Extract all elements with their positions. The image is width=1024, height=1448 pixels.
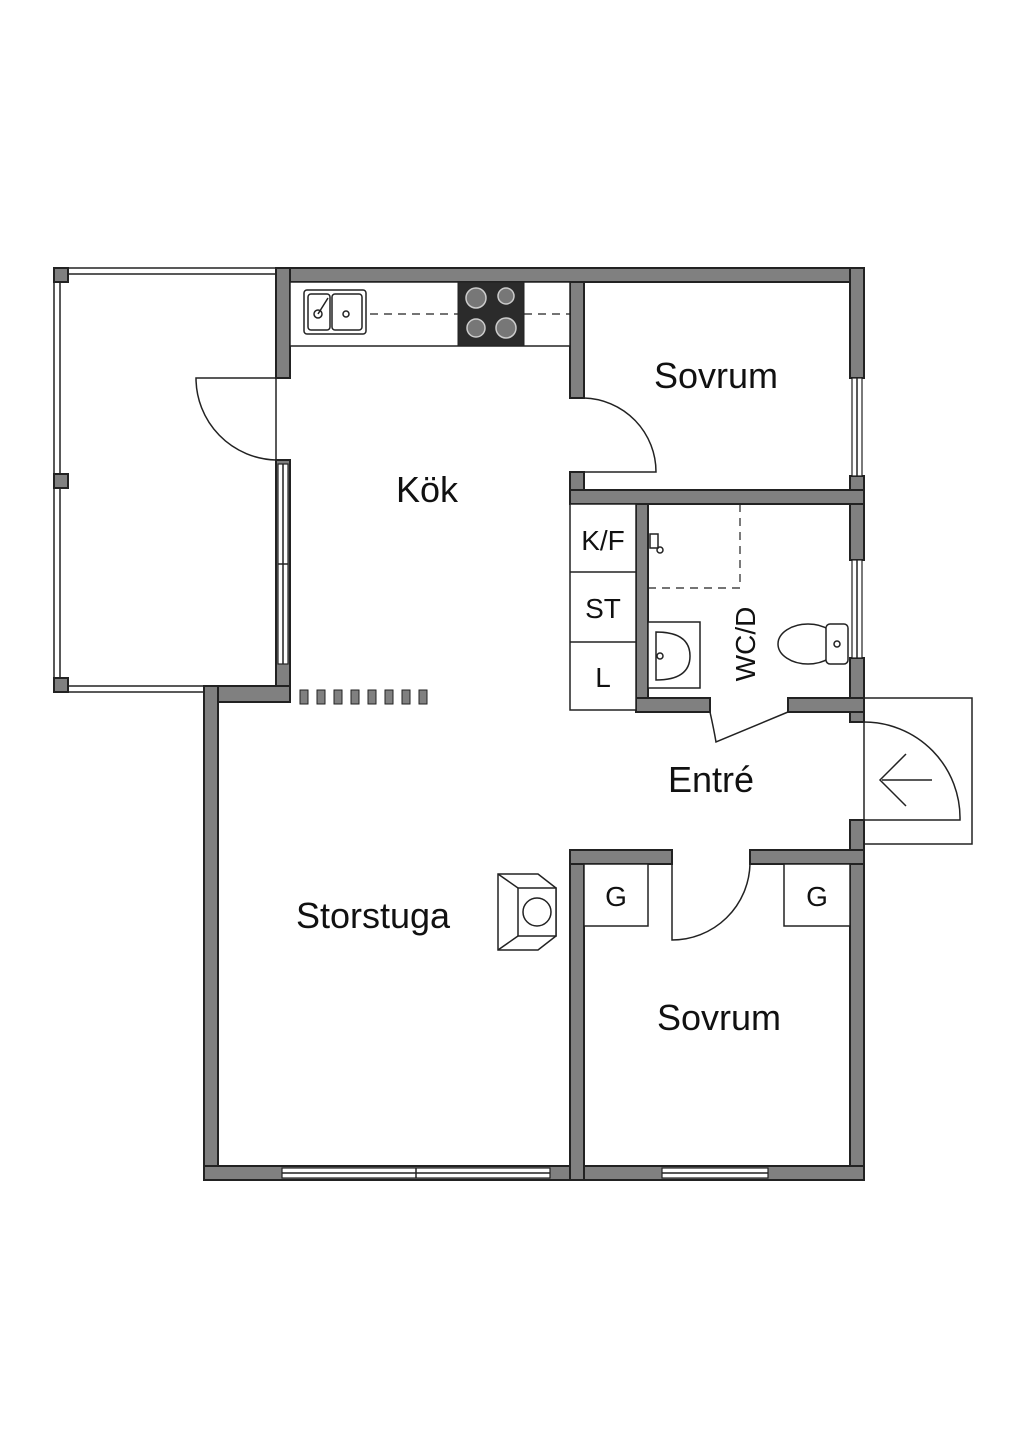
interior-walls (569, 281, 865, 1181)
room-label-living-room: Storstuga (296, 895, 451, 936)
room-label-entrance: Entré (668, 759, 754, 800)
washbasin-icon (647, 621, 701, 689)
room-label-wc: WC/D (730, 607, 761, 682)
wardrobe-label-right: G (806, 881, 828, 912)
kitchen-sink-icon (303, 289, 367, 335)
room-label-bedroom-bottom: Sovrum (657, 997, 781, 1038)
shower-head-icon (649, 533, 664, 554)
fireplace-icon (497, 873, 557, 951)
veranda (53, 267, 277, 693)
room-label-kitchen: Kök (396, 469, 459, 510)
doors (195, 377, 789, 941)
dishwasher-label: ST (585, 593, 621, 624)
exterior-walls (203, 267, 865, 1181)
room-label-bedroom-top: Sovrum (654, 355, 778, 396)
appliance-column: K/F ST L (569, 503, 637, 711)
fridge-freezer-label: K/F (581, 525, 625, 556)
windows (277, 377, 863, 1179)
kitchen-counter (289, 281, 571, 347)
stove-icon (457, 281, 525, 347)
wardrobe-label-left: G (605, 881, 627, 912)
entrance (863, 697, 973, 845)
radiator-icon (299, 689, 428, 705)
toilet-icon (777, 623, 849, 665)
wardrobes: G G (583, 863, 851, 927)
bathroom-fixtures (647, 504, 849, 689)
pantry-label: L (595, 662, 611, 693)
entrance-arrow-icon (878, 753, 932, 807)
